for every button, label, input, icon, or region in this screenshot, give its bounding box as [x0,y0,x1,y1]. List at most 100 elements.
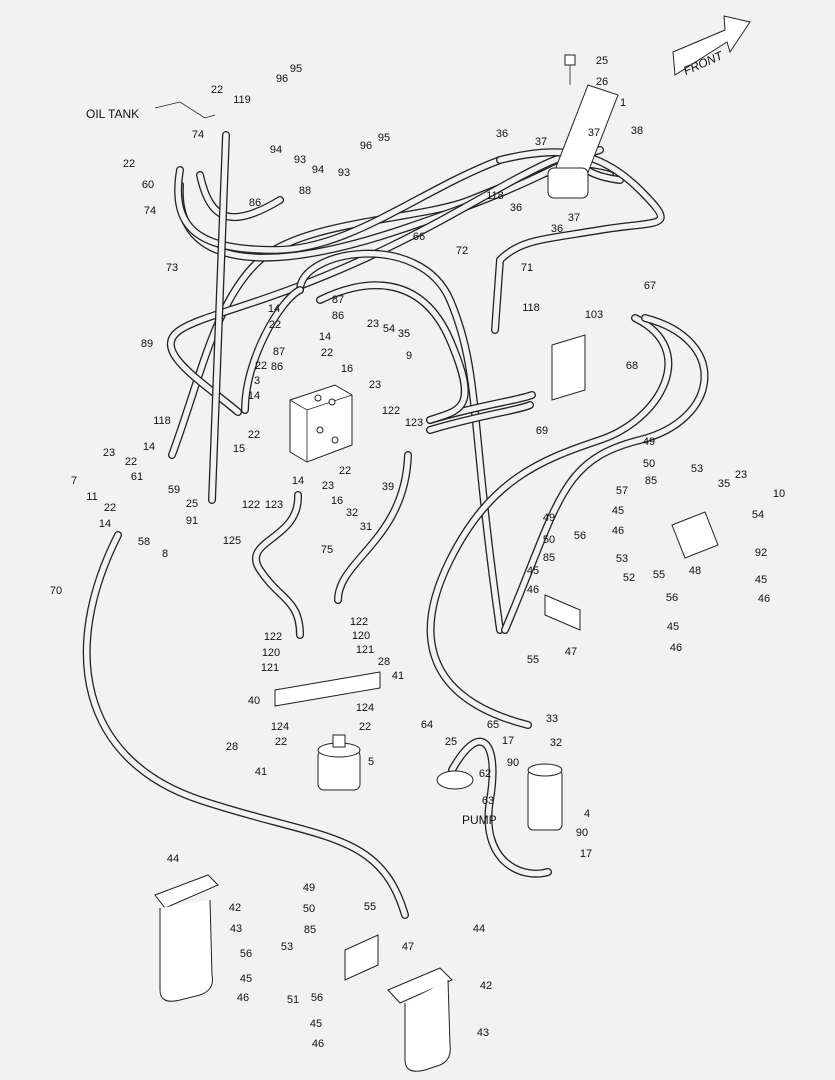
callout-23: 23 [735,469,747,481]
line-filter [527,763,563,831]
callout-91: 91 [186,515,198,527]
callout-93: 93 [294,154,306,166]
callout-75: 75 [321,544,333,556]
callout-87: 87 [273,346,285,358]
callout-86: 86 [332,310,344,322]
callout-22: 22 [359,721,371,733]
callout-87: 87 [332,294,344,306]
hose-1 [82,531,409,919]
callout-58: 58 [138,536,150,548]
callout-25: 25 [445,736,457,748]
oil-tank-label: OIL TANK [86,107,139,121]
callout-69: 69 [536,425,548,437]
callout-17: 17 [502,735,514,747]
callout-68: 68 [626,360,638,372]
callout-64: 64 [421,719,433,731]
callout-54: 54 [752,509,764,521]
callout-103: 103 [585,309,603,321]
callout-42: 42 [229,902,241,914]
callout-67: 67 [644,280,656,292]
bracket-plate [551,334,586,401]
callout-122: 122 [264,631,282,643]
callout-52: 52 [623,572,635,584]
callout-46: 46 [237,992,249,1004]
oil-tank-line [154,101,216,119]
bracket-47-lower [344,934,379,981]
callout-10: 10 [773,488,785,500]
callout-121: 121 [356,644,374,656]
callout-49: 49 [643,436,655,448]
callout-49: 49 [543,512,555,524]
callout-37: 37 [535,136,547,148]
callout-89: 89 [141,338,153,350]
pilot-valve [547,54,619,199]
callout-47: 47 [565,646,577,658]
bracket-40 [274,671,381,707]
callout-46: 46 [612,525,624,537]
callout-46: 46 [670,642,682,654]
callout-22: 22 [339,465,351,477]
callout-45: 45 [240,973,252,985]
callout-125: 125 [223,535,241,547]
callout-55: 55 [653,569,665,581]
callout-51: 51 [287,994,299,1006]
callout-36: 36 [510,202,522,214]
callout-45: 45 [755,574,767,586]
callout-73: 73 [166,262,178,274]
callout-55: 55 [527,654,539,666]
bracket-47-upper [544,594,581,631]
callout-45: 45 [310,1018,322,1030]
callout-23: 23 [367,318,379,330]
callout-88: 88 [299,185,311,197]
callout-14: 14 [292,475,304,487]
callout-72: 72 [456,245,468,257]
callout-41: 41 [392,670,404,682]
callout-96: 96 [276,73,288,85]
callout-124: 124 [356,702,374,714]
callout-65: 65 [487,719,499,731]
callout-1: 1 [620,97,626,109]
hose-7 [297,251,503,633]
callout-17: 17 [580,848,592,860]
callout-71: 71 [521,262,533,274]
callout-55: 55 [364,901,376,913]
clamp-right [387,967,453,1072]
callout-119: 119 [233,94,251,106]
callout-35: 35 [398,328,410,340]
manifold-block [289,384,353,463]
callout-15: 15 [233,443,245,455]
hose-9 [427,315,671,728]
callout-86: 86 [271,361,283,373]
callout-14: 14 [319,331,331,343]
clamp-left [154,874,219,1002]
callout-37: 37 [588,127,600,139]
callout-42: 42 [480,980,492,992]
callout-33: 33 [546,713,558,725]
hose-14 [209,132,229,503]
callout-85: 85 [304,924,316,936]
callout-22: 22 [123,158,135,170]
callouts: OIL TANK PUMP 12526959622119742260949394… [50,55,785,1050]
hose-1 [84,532,408,918]
hose-8 [242,287,303,413]
callout-45: 45 [667,621,679,633]
callout-32: 32 [550,737,562,749]
callout-46: 46 [312,1038,324,1050]
pump-flange [436,770,474,790]
callout-16: 16 [331,495,343,507]
callout-50: 50 [543,534,555,546]
callout-50: 50 [303,903,315,915]
parts: FRONT [154,15,751,1072]
callout-47: 47 [402,941,414,953]
hose-13 [196,171,284,222]
hoses [82,131,709,919]
callout-4: 4 [584,808,590,820]
callout-49: 49 [303,882,315,894]
hose-3 [335,452,411,603]
callout-70: 70 [50,585,62,597]
callout-7: 7 [71,475,77,487]
callout-14: 14 [248,390,260,402]
callout-118: 118 [153,415,171,427]
callout-26: 26 [596,76,608,88]
hose-12 [175,157,503,253]
